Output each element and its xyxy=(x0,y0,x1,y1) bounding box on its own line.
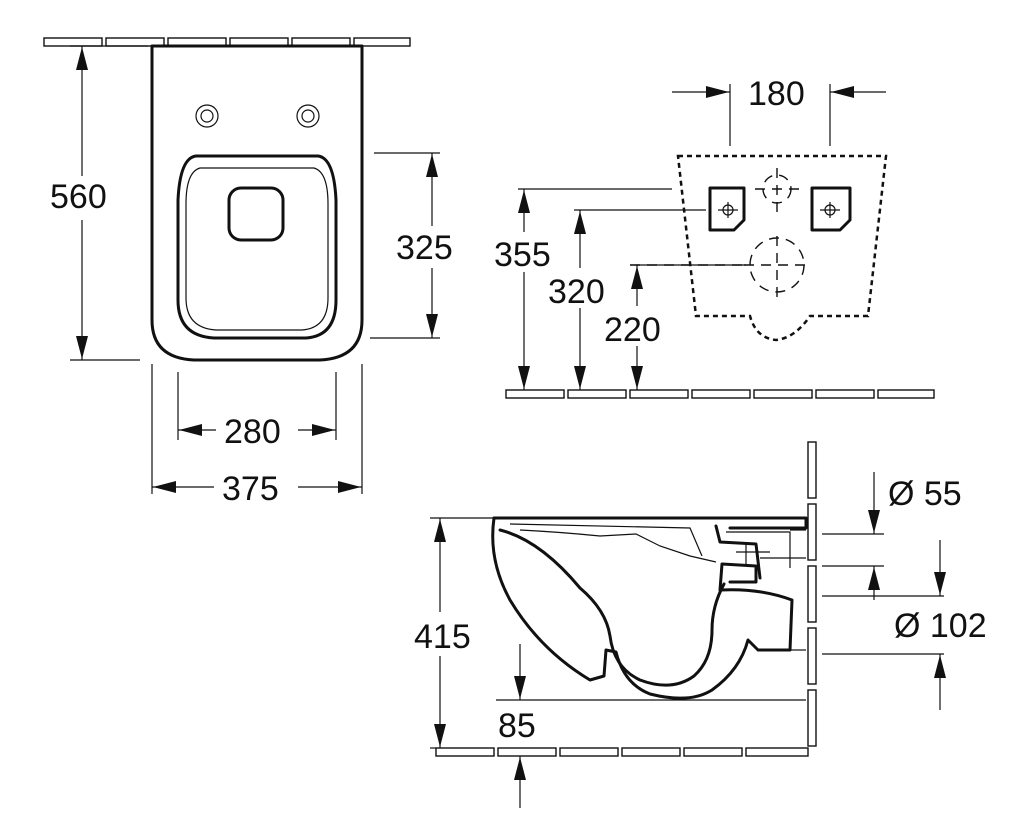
seat-outer xyxy=(176,154,338,340)
seat-inner xyxy=(185,167,329,331)
seat-hinge-pad xyxy=(227,186,285,242)
rear-fixing-left xyxy=(708,186,746,232)
dim-seat-width: 280 xyxy=(224,413,281,451)
dim-inlet-height: 220 xyxy=(604,311,661,349)
dim-fixing-spacing: 180 xyxy=(748,75,805,113)
dim-outlet-diameter: Ø 102 xyxy=(894,607,987,645)
bowl-outer-side xyxy=(491,516,794,700)
dim-inlet-diameter: Ø 55 xyxy=(888,475,962,513)
bowl-rim-side xyxy=(492,516,808,530)
dim-fixing-height: 320 xyxy=(548,273,605,311)
dim-depth: 560 xyxy=(50,178,107,216)
dim-outlet-offset: 85 xyxy=(498,707,536,745)
rear-fixing-right xyxy=(810,186,852,232)
top-view: 560 325 280 375 xyxy=(43,37,453,508)
wall-strip-side xyxy=(807,441,817,747)
rear-view: 180 355 320 220 xyxy=(494,75,935,399)
floor-strip-rear xyxy=(505,389,935,399)
dim-height: 415 xyxy=(414,618,471,656)
dim-drain-height: 355 xyxy=(494,236,551,274)
dim-overall-width: 375 xyxy=(222,470,279,508)
bowl-inner-side xyxy=(498,528,726,687)
bowl-outline-top xyxy=(150,44,364,362)
dim-seat-length: 325 xyxy=(396,229,453,267)
fixing-holes xyxy=(195,104,320,128)
floor-strip-side xyxy=(435,747,809,757)
side-view: 415 85 Ø 55 Ø 102 xyxy=(414,441,987,808)
rear-outline xyxy=(676,154,888,342)
wall-strip-top xyxy=(43,37,411,47)
